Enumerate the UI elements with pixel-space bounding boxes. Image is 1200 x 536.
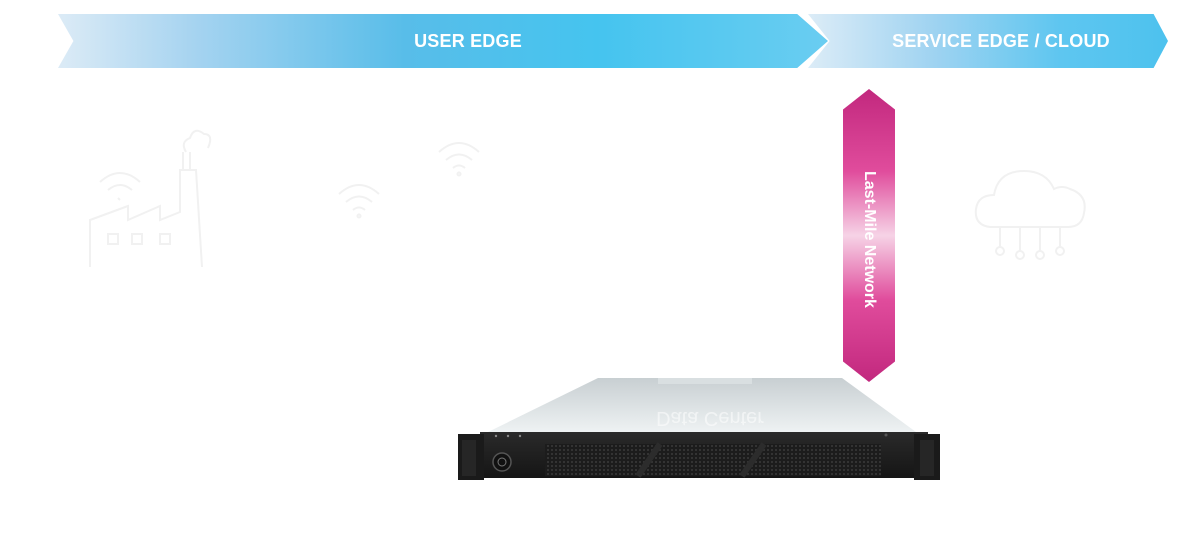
user-edge-banner: USER EDGE bbox=[58, 14, 828, 68]
server-reflection-text: Data Center bbox=[656, 407, 764, 429]
cloud-network-icon bbox=[974, 169, 1086, 260]
service-edge-label: SERVICE EDGE / CLOUD bbox=[892, 30, 1110, 51]
server-icon: Data Center bbox=[458, 378, 940, 480]
wifi-icon bbox=[338, 184, 380, 219]
last-mile-network-banner bbox=[843, 89, 895, 382]
user-edge-label: USER EDGE bbox=[414, 30, 522, 51]
factory-icon bbox=[89, 129, 212, 268]
service-edge-banner: SERVICE EDGE / CLOUD bbox=[808, 14, 1168, 68]
wifi-icon bbox=[438, 142, 480, 177]
server-lid bbox=[488, 378, 916, 432]
last-mile-network-label: Last-Mile Network bbox=[861, 170, 878, 308]
front-vent bbox=[545, 444, 881, 476]
power-button[interactable] bbox=[492, 452, 512, 472]
